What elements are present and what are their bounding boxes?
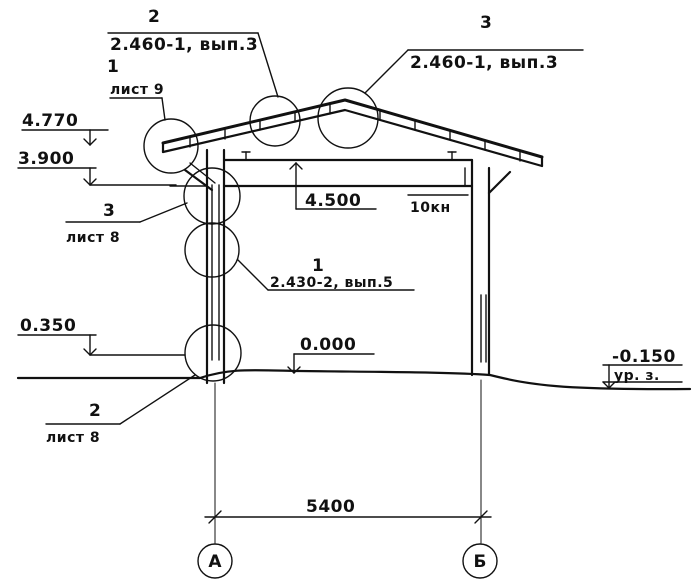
elevation-4770: 4.770 bbox=[22, 111, 78, 131]
elevation-4500: 4.500 bbox=[305, 191, 361, 211]
callout-2-base-number: 2 bbox=[89, 401, 101, 421]
elevation-0000: 0.000 bbox=[300, 335, 356, 355]
detail-circle-3-sheet8 bbox=[183, 167, 241, 225]
elevation-3900: 3.900 bbox=[18, 149, 74, 169]
axis-a-label: А bbox=[208, 552, 222, 572]
elevation-0350: 0.350 bbox=[20, 316, 76, 336]
callout-1-number: 1 bbox=[107, 57, 119, 77]
ground-level-note: ур. з. bbox=[614, 368, 660, 384]
detail-circle-2-base bbox=[184, 324, 242, 382]
left-column bbox=[183, 148, 226, 385]
callout-3-number: 3 bbox=[480, 13, 492, 33]
callout-2-number: 2 bbox=[148, 7, 160, 27]
detail-circle-1-sheet9 bbox=[143, 118, 199, 174]
callout-1-reference: лист 9 bbox=[110, 82, 164, 98]
right-column bbox=[470, 158, 512, 377]
callout-3-sheet8-reference: лист 8 bbox=[66, 230, 120, 246]
span-dimension: 5400 bbox=[306, 497, 355, 517]
crane-beam bbox=[169, 151, 474, 188]
roof bbox=[161, 98, 544, 168]
axes-and-dimension bbox=[197, 379, 498, 579]
level-markers bbox=[17, 129, 683, 389]
axis-a-bubble bbox=[197, 543, 233, 579]
callout-1-column-reference: 2.430-2, вып.5 bbox=[270, 275, 393, 291]
elevation-minus-0150: -0.150 bbox=[612, 347, 676, 367]
callout-2-reference: 2.460-1, вып.3 bbox=[110, 35, 258, 55]
leader-lines bbox=[45, 32, 584, 425]
callout-3-sheet8-number: 3 bbox=[103, 201, 115, 221]
load-label: 10кн bbox=[410, 200, 451, 216]
ground-line bbox=[16, 369, 692, 391]
detail-circle-3-ridge bbox=[317, 87, 379, 149]
callout-2-base-reference: лист 8 bbox=[46, 430, 100, 446]
callout-1-column-number: 1 bbox=[312, 256, 324, 276]
axis-b-label: Б bbox=[474, 552, 487, 572]
axis-b-bubble bbox=[462, 543, 498, 579]
detail-circle-2-ridge-left bbox=[249, 95, 301, 147]
callout-3-reference: 2.460-1, вып.3 bbox=[410, 53, 558, 73]
detail-circles bbox=[143, 87, 379, 382]
detail-circle-1-column bbox=[184, 222, 240, 278]
